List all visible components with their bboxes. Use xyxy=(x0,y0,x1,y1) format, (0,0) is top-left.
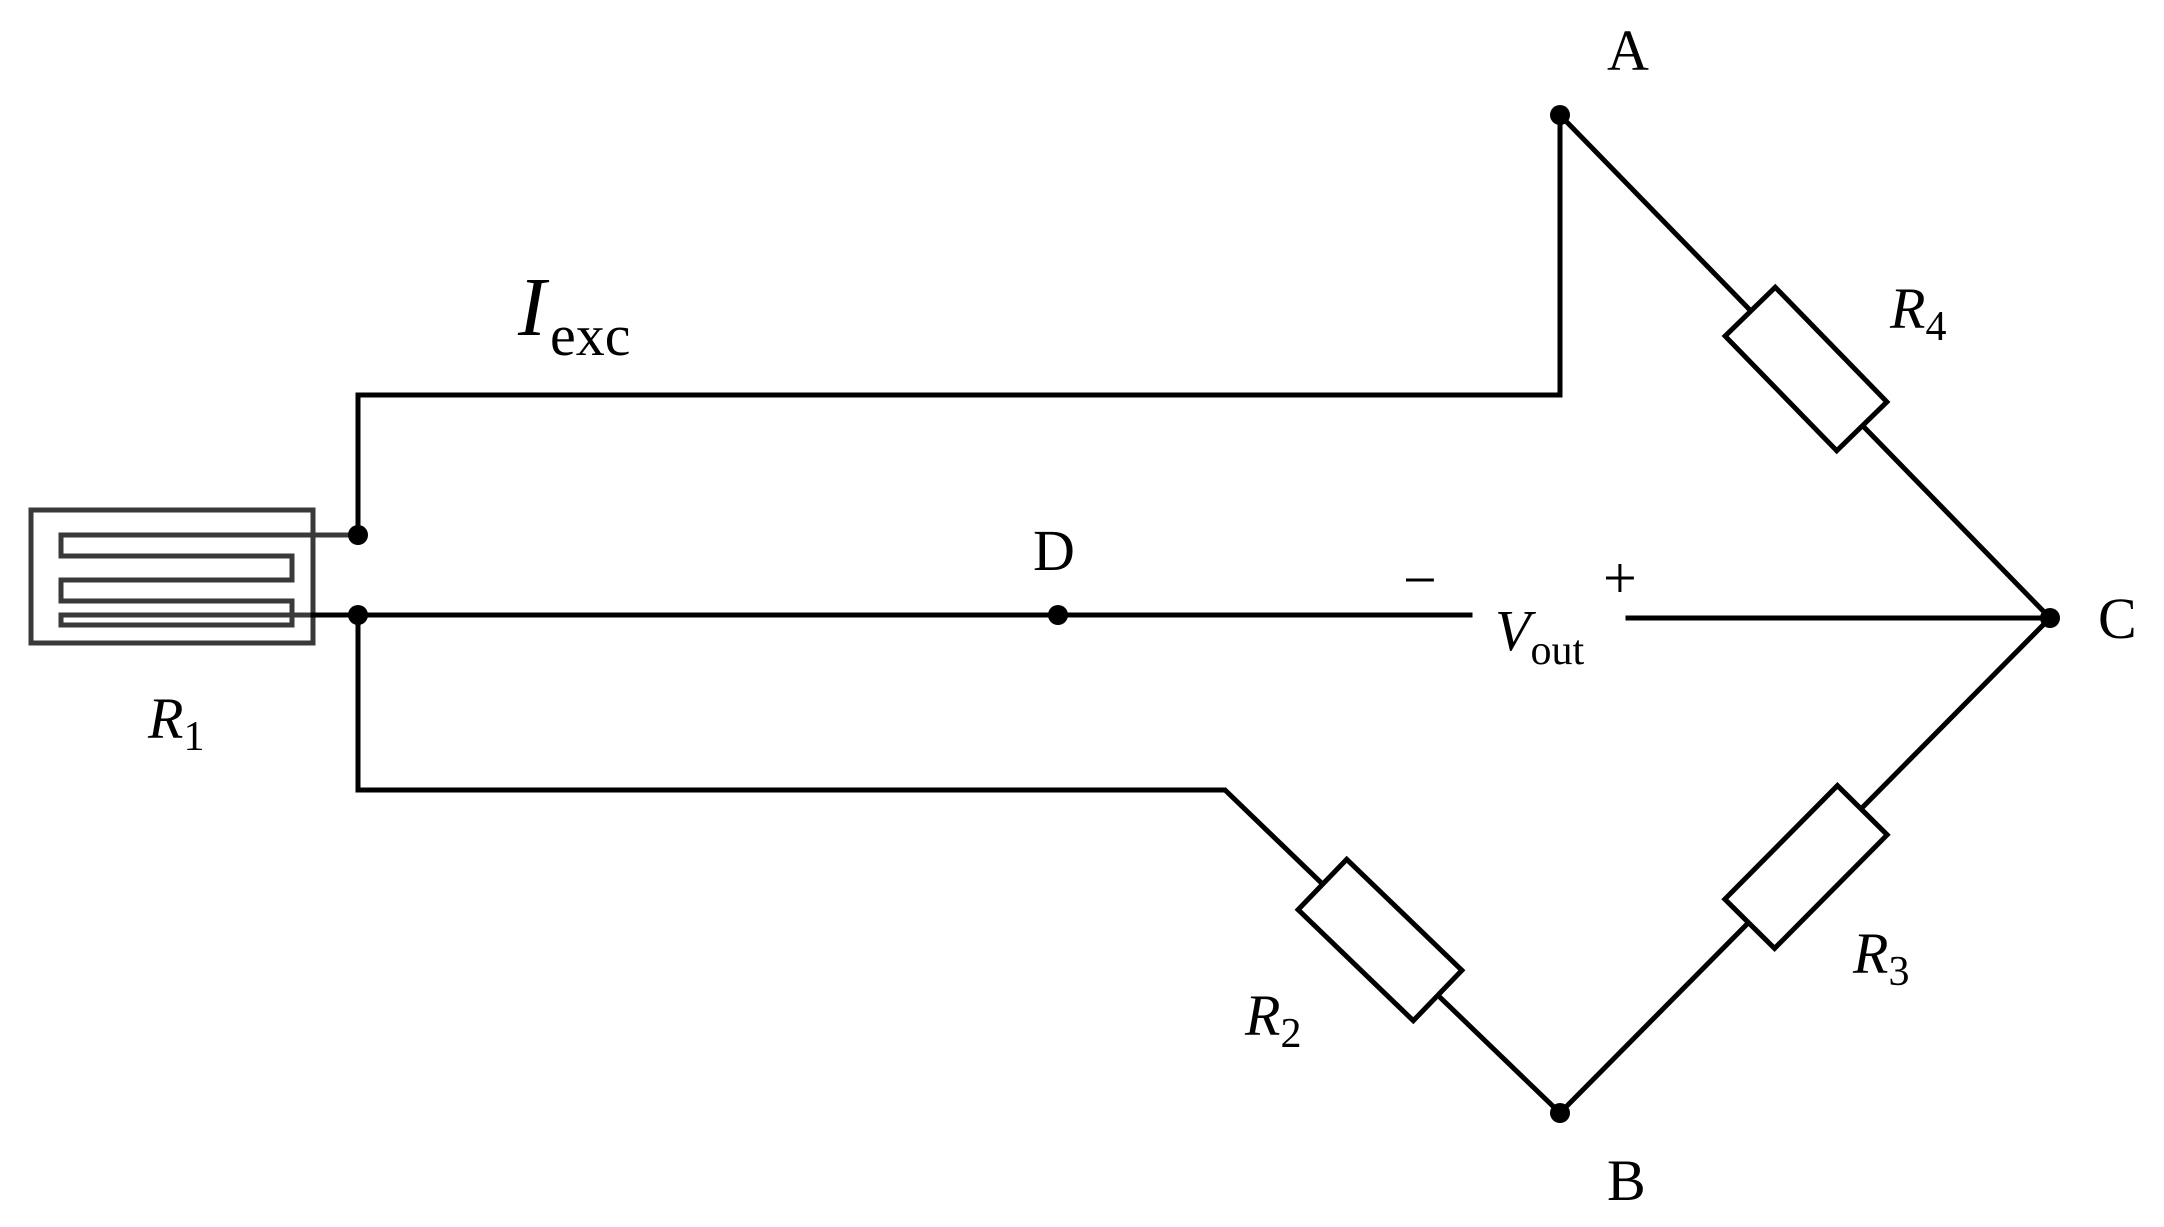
output-plus-sign: + xyxy=(1603,545,1637,611)
wire-top-excitation xyxy=(355,112,1563,538)
node-dot-d xyxy=(1048,605,1068,625)
resistor-r2 xyxy=(1294,855,1466,1025)
resistor-r4 xyxy=(1721,283,1891,455)
label-r1: R1 xyxy=(147,686,204,760)
label-excitation-current: Iexc xyxy=(517,261,630,368)
label-r4: R4 xyxy=(1889,276,1946,350)
resistor-r3 xyxy=(1721,781,1891,953)
strain-gauge-r1 xyxy=(28,507,358,646)
node-dot-b xyxy=(1550,1103,1570,1123)
node-label-a: A xyxy=(1607,18,1649,83)
wire-bottom xyxy=(355,612,1564,1117)
output-minus-sign: − xyxy=(1403,547,1437,613)
node-label-b: B xyxy=(1607,1148,1646,1213)
junction-dot-gauge-bottom xyxy=(348,605,368,625)
node-dot-a xyxy=(1550,105,1570,125)
junction-dot-gauge-top xyxy=(348,525,368,545)
label-output-voltage: Vout xyxy=(1495,598,1584,674)
label-r3: R3 xyxy=(1852,921,1909,995)
node-label-d: D xyxy=(1033,518,1075,583)
strain-gauge-frame xyxy=(28,507,316,646)
label-r2: R2 xyxy=(1244,983,1301,1057)
strain-gauge-grid xyxy=(58,532,358,628)
node-dot-c xyxy=(2040,608,2060,628)
node-label-c: C xyxy=(2098,586,2137,651)
